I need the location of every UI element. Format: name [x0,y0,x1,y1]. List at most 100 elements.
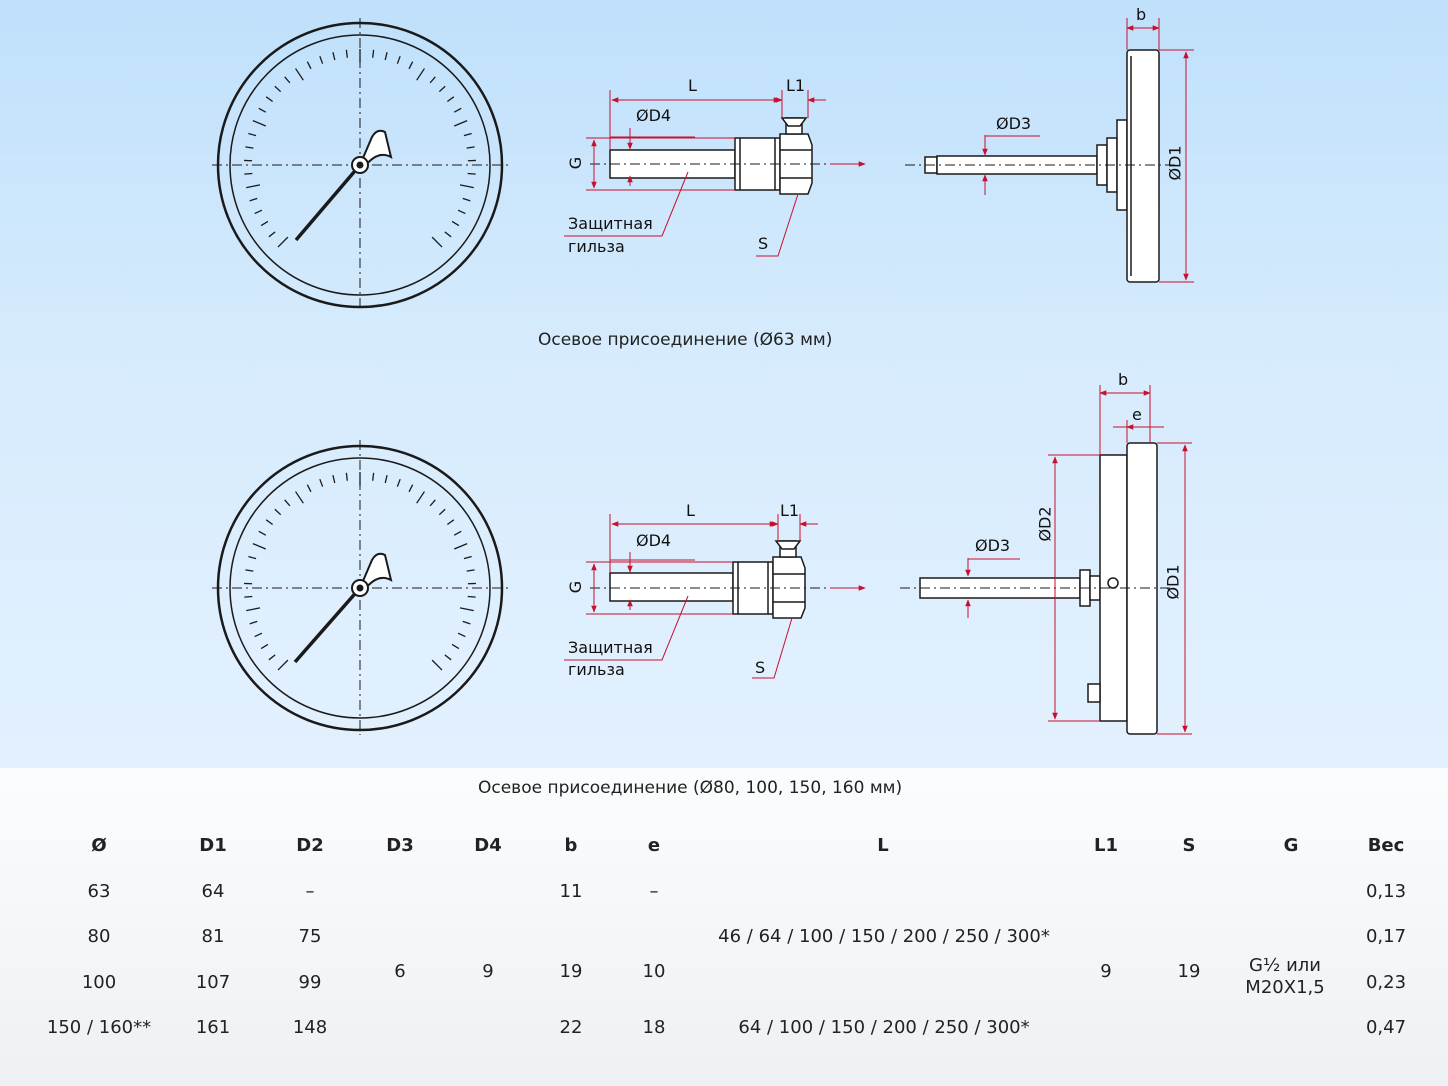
table-cell: 0,17 [1365,926,1407,947]
dial-scale-tick [306,484,312,493]
dial-scale-tick [252,543,267,550]
dim-label-L1: L1 [780,501,800,520]
dial-scale-tick [416,491,425,504]
sleeve-label-line2: гильза [568,237,625,256]
dial-scale-tick [467,172,476,175]
dimension-table-area: Осевое присоединение (Ø80, 100, 150, 160… [0,768,1448,1086]
dial-scale-tick [245,146,254,149]
dial-scale-tick [416,68,425,81]
table-cell: 22 [559,1017,583,1038]
dial-scale-tick [457,632,466,638]
sleeve-side-view-1 [590,117,865,195]
dial-scale-tick [284,76,291,84]
table-cell: 9 [1100,961,1112,982]
dial-scale-tick [431,236,443,248]
dim-label-D4: ØD4 [636,106,672,125]
dim-label-D1: ØD1 [1165,145,1185,181]
sleeve-label-line1: Защитная [568,214,653,233]
dial-scale-tick [244,595,253,598]
dim-label-D3: ØD3 [996,114,1032,133]
dial-scale-tick [408,484,414,493]
dial-scale-tick [268,654,276,661]
dial-front-view-1 [212,18,508,312]
col-header-D1: D1 [199,835,227,856]
table-cell: 10 [642,961,666,982]
dial-scale-tick [453,120,468,127]
dial-scale-tick [274,85,282,93]
table-cell: 64 / 100 / 150 / 200 / 250 / 300* [738,1017,1030,1038]
dial-scale-tick [453,530,462,536]
dial-scale-tick [444,231,452,238]
table-cell: 63 [87,881,111,902]
dim-label-L1: L1 [786,76,806,95]
gauge-side-view-2 [900,442,1170,735]
table-cell: – [649,881,659,902]
table-cell: 0,47 [1365,1017,1407,1038]
dial-scale-tick [254,209,263,215]
dial-scale-tick [453,543,468,550]
dial-scale-tick [249,620,258,625]
dial-scale-tick [429,499,436,507]
dial-scale-tick [265,519,274,526]
sleeve-side-view-2 [590,540,865,619]
dial-scale-tick [462,197,471,202]
table-cell: 11 [559,881,583,902]
col-header-D4: D4 [474,835,502,856]
dial-scale-tick [372,472,375,481]
dim-label-b: b [1118,370,1129,389]
dial-scale-tick [453,107,462,113]
dial-scale-tick [295,68,304,81]
table-cell: 100 [81,972,117,993]
dial-scale-tick [408,61,414,70]
dim-label-D4: ØD4 [636,531,672,550]
dim-label-e: e [1132,405,1142,424]
sleeve-label-line1: Защитная [568,638,653,657]
dial-scale-tick [463,132,472,137]
dial-scale-tick [466,569,475,572]
dim-label-b: b [1136,5,1147,24]
table-cell: 99 [298,972,322,993]
dial-scale-tick [258,530,267,536]
dial-scale-tick [246,184,261,189]
col-header-L1: L1 [1094,835,1118,856]
dial-scale-tick [260,220,269,227]
dial-front-view-2 [212,440,508,735]
dim-label-L: L [686,501,695,520]
table-cell: 80 [87,926,111,947]
col-header-diameter: Ø [91,835,107,856]
dial-scale-tick [463,555,472,560]
dial-scale-tick [265,96,274,103]
table-cell: 46 / 64 / 100 / 150 / 200 / 250 / 300* [718,926,1050,947]
dial-scale-tick [396,55,401,64]
g-thread-line2: M20X1,5 [1245,977,1325,998]
dial-scale-tick [345,472,348,481]
table-cell: 19 [1177,961,1201,982]
dial-scale-tick [396,478,401,487]
sleeve-label-line2: гильза [568,660,625,679]
gauge-side-view-1 [905,49,1175,283]
dial-scale-tick [345,49,348,58]
dial-scale-tick [459,607,474,612]
dial-scale-tick [372,49,375,58]
dial-scale-tick [295,491,304,504]
dial-scale-tick [451,643,460,650]
table-cell: 6 [394,961,406,982]
table-cell: 148 [292,1017,328,1038]
dial-scale-tick [260,643,269,650]
dim-label-S: S [755,658,766,677]
col-header-L: L [877,835,889,856]
col-header-D2: D2 [296,835,324,856]
caption-figure-1: Осевое присоединение (Ø63 мм) [538,330,833,350]
dial-scale-tick [444,654,452,661]
technical-drawing: L L1 ØD4 G Защитная гильза S ØD3 ØD1 b О… [0,0,1448,768]
dial-scale-tick [284,499,291,507]
dim-label-G: G [566,156,586,170]
dim-label-G: G [566,580,586,594]
dial-scale-tick [431,659,443,671]
dial-scale-tick [459,184,474,189]
dial-scale-tick [274,508,282,516]
table-cell: 18 [642,1017,666,1038]
dim-label-D3: ØD3 [975,536,1011,555]
dial-scale-tick [245,569,254,572]
dial-scale-tick [451,220,460,227]
